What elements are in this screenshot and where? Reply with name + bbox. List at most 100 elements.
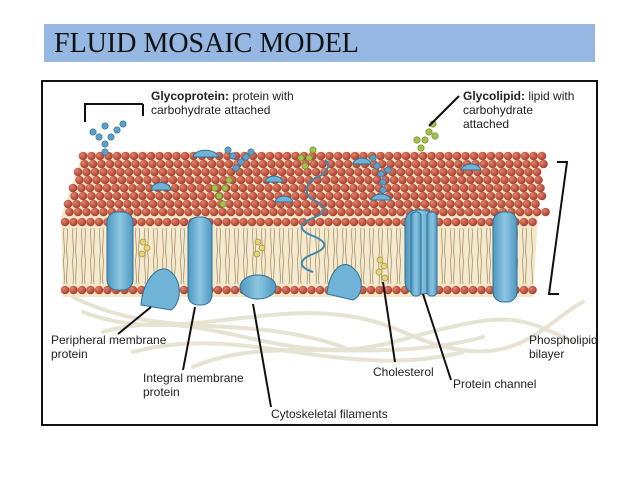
- phospholipid-head: [515, 207, 525, 217]
- phospholipid-head: [197, 191, 207, 201]
- phospholipid-head: [469, 151, 479, 161]
- phospholipid-head: [333, 191, 343, 201]
- phospholipid-head: [138, 151, 147, 161]
- phospholipid-head: [168, 175, 178, 185]
- phospholipid-head: [284, 159, 293, 169]
- phospholipid-head: [495, 151, 504, 161]
- phospholipid-head: [520, 151, 530, 161]
- phospholipid-head: [520, 191, 530, 201]
- phospholipid-head: [408, 183, 418, 193]
- phospholipid-head: [451, 183, 460, 193]
- cytoskeletal-filaments: [71, 295, 585, 369]
- phospholipid-head: [481, 167, 491, 177]
- phospholipid-head: [349, 183, 358, 193]
- phospholipid-head: [311, 207, 321, 217]
- phospholipid-head: [459, 183, 469, 193]
- phospholipid-head: [349, 217, 359, 227]
- phospholipid-head: [460, 217, 469, 227]
- phospholipid-head: [281, 183, 290, 193]
- phospholipid-head: [366, 183, 375, 193]
- phospholipid-head: [82, 167, 91, 177]
- phospholipid-head: [378, 199, 387, 209]
- phospholipid-head: [226, 207, 236, 217]
- phospholipid-head: [406, 175, 416, 185]
- phospholipid-head: [255, 183, 265, 193]
- phospholipid-head: [528, 285, 537, 295]
- phospholipid-head: [311, 167, 321, 177]
- phospholipid-head: [452, 151, 462, 161]
- membrane-figure: Glycoprotein: protein with carbohydrate …: [41, 80, 598, 426]
- phospholipid-head: [410, 151, 419, 161]
- phospholipid-head: [384, 151, 394, 161]
- phospholipid-head: [269, 207, 278, 217]
- phospholipid-head: [281, 285, 291, 295]
- phospholipid-head: [106, 199, 115, 209]
- phospholipid-head: [90, 207, 100, 217]
- glycoprotein-chains: [89, 120, 392, 194]
- phospholipid-head: [230, 285, 240, 295]
- phospholipid-head: [432, 175, 441, 185]
- phospholipid-head: [77, 217, 87, 227]
- phospholipid-head: [150, 167, 159, 177]
- phospholipid-head: [90, 167, 100, 177]
- phospholipid-head: [418, 151, 428, 161]
- phospholipid-head: [158, 207, 168, 217]
- phospholipid-head: [461, 191, 470, 201]
- phospholipid-head: [396, 207, 406, 217]
- phospholipid-head: [265, 191, 275, 201]
- phospholipid-head: [461, 151, 470, 161]
- phospholipid-head: [393, 151, 402, 161]
- phospholipid-head: [425, 183, 435, 193]
- phospholipid-head: [536, 183, 545, 193]
- phospholipid-head: [224, 159, 234, 169]
- phospholipid-head: [478, 151, 487, 161]
- phospholipid-head: [403, 159, 412, 169]
- phospholipid-head: [376, 151, 385, 161]
- phospholipid-head: [230, 183, 239, 193]
- label-glycolipid-desc-2: carbohydrate: [463, 103, 533, 117]
- phospholipid-head: [298, 183, 307, 193]
- phospholipid-head: [420, 159, 429, 169]
- slide-title: FLUID MOSAIC MODEL: [54, 28, 359, 59]
- phospholipid-head: [362, 207, 372, 217]
- phospholipid-head: [209, 207, 219, 217]
- phospholipid-head: [112, 191, 122, 201]
- phospholipid-head: [97, 199, 107, 209]
- phospholipid-head: [503, 151, 513, 161]
- phospholipid-head: [172, 191, 181, 201]
- label-peripheral-2: protein: [51, 347, 88, 361]
- phospholipid-head: [507, 167, 516, 177]
- phospholipid-head: [182, 159, 191, 169]
- phospholipid-head: [320, 207, 329, 217]
- phospholipid-head: [485, 217, 495, 227]
- phospholipid-head: [439, 167, 448, 177]
- phospholipid-head: [301, 199, 311, 209]
- phospholipid-head: [95, 191, 105, 201]
- phospholipid-head: [218, 207, 227, 217]
- phospholipid-head: [156, 159, 166, 169]
- phospholipid-head: [94, 217, 104, 227]
- phospholipid-head: [379, 207, 389, 217]
- label-integral-2: protein: [143, 385, 180, 399]
- phospholipid-head: [325, 151, 334, 161]
- phospholipid-head: [332, 217, 342, 227]
- phospholipid-head: [179, 217, 189, 227]
- phospholipid-head: [299, 191, 309, 201]
- phospholipid-head: [372, 175, 382, 185]
- label-integral-1: Integral membrane: [143, 371, 244, 385]
- phospholipid-head: [122, 159, 132, 169]
- label-peripheral-1: Peripheral membrane: [51, 333, 167, 347]
- phospholipid-head: [539, 159, 548, 169]
- phospholipid-head: [522, 199, 532, 209]
- phospholipid-head: [252, 167, 261, 177]
- phospholipid-head: [105, 159, 115, 169]
- phospholipid-head: [531, 199, 540, 209]
- phospholipid-head: [253, 175, 263, 185]
- phospholipid-head: [287, 175, 297, 185]
- phospholipid-head: [140, 199, 149, 209]
- phospholipid-head: [75, 175, 84, 185]
- phospholipid-head: [443, 217, 452, 227]
- phospholipid-head: [454, 199, 464, 209]
- phospholipid-head: [192, 167, 202, 177]
- phospholipid-head: [264, 217, 274, 227]
